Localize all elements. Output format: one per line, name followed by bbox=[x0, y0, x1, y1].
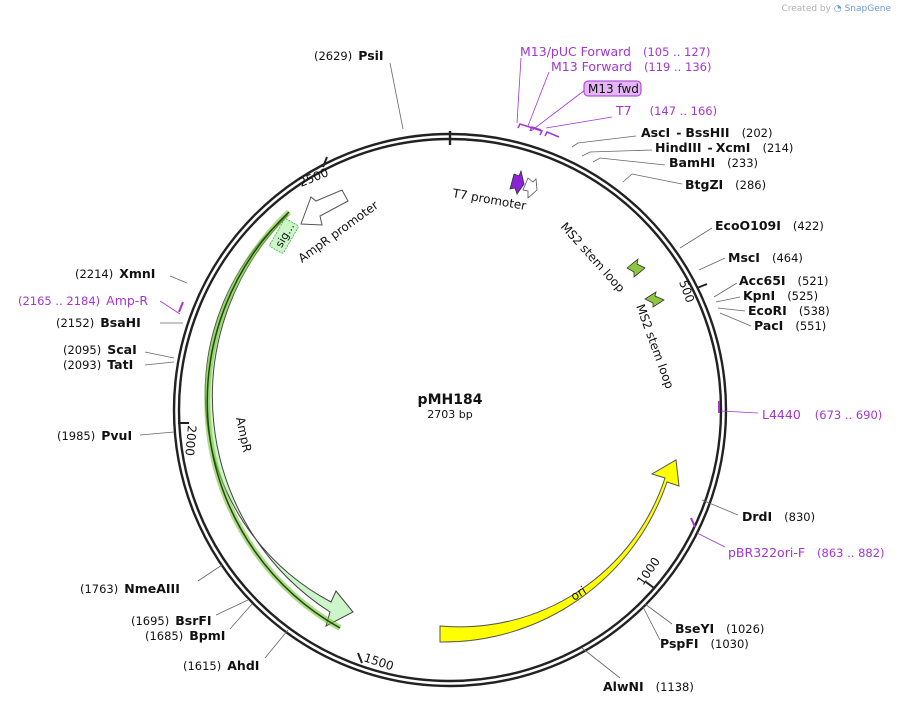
site-bsrfi[interactable]: (1695)BsrFI bbox=[131, 613, 212, 628]
ampr-orf-line[interactable] bbox=[206, 211, 341, 629]
feature-ampr-promoter-arrow[interactable] bbox=[300, 189, 349, 226]
backbone bbox=[172, 131, 728, 688]
site-tati[interactable]: (2093)TatI bbox=[63, 357, 133, 372]
tick-1000 bbox=[645, 581, 655, 589]
lead-hindiii bbox=[581, 149, 653, 157]
primer-m13-puc-forward[interactable]: M13/pUC Forward(105 .. 127) bbox=[520, 44, 710, 59]
lead-bamhi bbox=[592, 157, 666, 166]
primer-m13-fwd: M13 fwd bbox=[588, 82, 639, 96]
lead-paci bbox=[719, 312, 752, 327]
feature-t7-promoter-outline[interactable] bbox=[522, 177, 538, 199]
lead-pvui bbox=[139, 431, 175, 436]
feature-ms2-loop-1-arrow[interactable] bbox=[626, 257, 646, 278]
site-nmeaiii[interactable]: (1763)NmeAIII bbox=[80, 581, 180, 596]
feature-label-ampr: AmpR bbox=[233, 416, 254, 454]
site-pspfi[interactable]: PspFI(1030) bbox=[660, 636, 749, 651]
site-ecoo109i[interactable]: EcoO109I(422) bbox=[715, 218, 824, 233]
lead-kpni bbox=[715, 296, 741, 303]
site-bsahi[interactable]: (2152)BsaHI bbox=[56, 315, 141, 330]
lead-btgzi bbox=[622, 173, 683, 185]
lead-xmni bbox=[169, 275, 188, 284]
primer-markers bbox=[178, 123, 720, 528]
lead-drdi bbox=[701, 499, 739, 516]
tick-1500 bbox=[357, 652, 363, 664]
lead-acc65i bbox=[713, 282, 738, 298]
primer-labels: M13/pUC Forward(105 .. 127) M13 Forward(… bbox=[18, 44, 885, 560]
site-msci[interactable]: MscI(464) bbox=[728, 250, 803, 265]
snapgene-logo-icon: ◔ bbox=[833, 4, 842, 14]
plasmid-name: pMH184 bbox=[418, 392, 483, 408]
primer-m13-forward[interactable]: M13 Forward(119 .. 136) bbox=[551, 59, 711, 74]
feature-ori-arrow[interactable] bbox=[439, 459, 680, 643]
lead-bseyi bbox=[644, 603, 673, 625]
plasmid-size: 2703 bp bbox=[427, 408, 472, 421]
primer-amp-r[interactable]: (2165 .. 2184)Amp-R bbox=[18, 293, 148, 308]
lead-ecori bbox=[717, 307, 746, 312]
lead-m13-puc bbox=[516, 57, 522, 124]
tick-500 bbox=[696, 283, 708, 289]
site-bpmi[interactable]: (1685)BpmI bbox=[145, 628, 225, 643]
enzyme-labels: (2629)PsiI AscI-BssHII(202) HindIII-XcmI… bbox=[56, 48, 830, 694]
sig-label-box bbox=[269, 218, 299, 254]
lead-pbr322ori bbox=[696, 532, 726, 548]
lead-nmeaiii bbox=[197, 564, 223, 582]
feature-ms2-loop-2-arrow[interactable] bbox=[644, 291, 665, 308]
site-ecori[interactable]: EcoRI(538) bbox=[748, 303, 830, 318]
primer-pbr322ori-f[interactable]: pBR322ori-F(863 .. 882) bbox=[728, 545, 885, 560]
tick-2500 bbox=[322, 156, 328, 168]
credit-brand: SnapGene bbox=[844, 4, 891, 14]
site-btgzi[interactable]: BtgZI(286) bbox=[685, 177, 766, 192]
lead-psii bbox=[389, 62, 404, 130]
lead-alwni bbox=[581, 647, 621, 679]
primer-arc-m13[interactable] bbox=[529, 126, 542, 132]
tick-label-2000: 2000 bbox=[182, 425, 199, 457]
site-kpni[interactable]: KpnI(525) bbox=[743, 288, 818, 303]
site-psii[interactable]: (2629)PsiI bbox=[314, 48, 384, 63]
site-drdi[interactable]: DrdI(830) bbox=[742, 509, 815, 524]
site-hindiii[interactable]: HindIII-XcmI(214) bbox=[655, 140, 793, 155]
lead-l4440 bbox=[720, 410, 759, 414]
feature-label-ms2-loop-1: MS2 stem loop bbox=[558, 220, 628, 295]
feature-t7-promoter-arrow[interactable] bbox=[509, 169, 525, 195]
lead-ampr bbox=[159, 300, 181, 315]
lead-t7 bbox=[545, 116, 613, 129]
credit-text: Created by bbox=[781, 4, 831, 14]
feature-label-ms2-loop-2: MS2 stem loop bbox=[633, 302, 677, 390]
site-xmni[interactable]: (2214)XmnI bbox=[75, 266, 155, 281]
site-pvui[interactable]: (1985)PvuI bbox=[57, 428, 132, 443]
leader-lines bbox=[139, 57, 759, 679]
primer-t7[interactable]: T7(147 .. 166) bbox=[615, 103, 717, 118]
tick-label-2500: 2500 bbox=[297, 165, 331, 189]
site-ahdi[interactable]: (1615)AhdI bbox=[183, 658, 259, 673]
credit-label: Created by ◔ SnapGene bbox=[781, 4, 891, 14]
site-asci[interactable]: AscI-BssHII(202) bbox=[641, 125, 773, 140]
site-bamhi[interactable]: BamHI(233) bbox=[669, 155, 758, 170]
lead-pspfi bbox=[642, 606, 661, 641]
lead-msci bbox=[698, 257, 726, 271]
lead-scai bbox=[144, 351, 175, 359]
primer-m13-fwd-badge[interactable] bbox=[583, 80, 642, 97]
primer-arc-pbr322ori[interactable] bbox=[690, 517, 696, 528]
site-scai[interactable]: (2095)ScaI bbox=[63, 342, 137, 357]
primer-arc-t7[interactable] bbox=[544, 131, 560, 138]
lead-m13 bbox=[527, 71, 550, 127]
primer-arc-ampr[interactable] bbox=[178, 301, 184, 313]
lead-tati bbox=[144, 361, 175, 366]
site-acc65i[interactable]: Acc65I(521) bbox=[739, 273, 828, 288]
lead-ahdi bbox=[264, 629, 289, 659]
tick-label-1500: 1500 bbox=[362, 651, 395, 674]
lead-bsrfi bbox=[215, 599, 249, 616]
lead-asci bbox=[571, 135, 637, 148]
site-bseyi[interactable]: BseYI(1026) bbox=[675, 621, 764, 636]
lead-ecoo109i bbox=[679, 227, 713, 249]
center-label: pMH184 2703 bp bbox=[418, 392, 483, 421]
primer-l4440[interactable]: L4440(673 .. 690) bbox=[762, 407, 882, 422]
lead-bpmi bbox=[229, 603, 253, 630]
site-paci[interactable]: PacI(551) bbox=[754, 318, 826, 333]
site-alwni[interactable]: AlwNI(1138) bbox=[603, 679, 694, 694]
lead-m13fwd bbox=[530, 89, 586, 132]
